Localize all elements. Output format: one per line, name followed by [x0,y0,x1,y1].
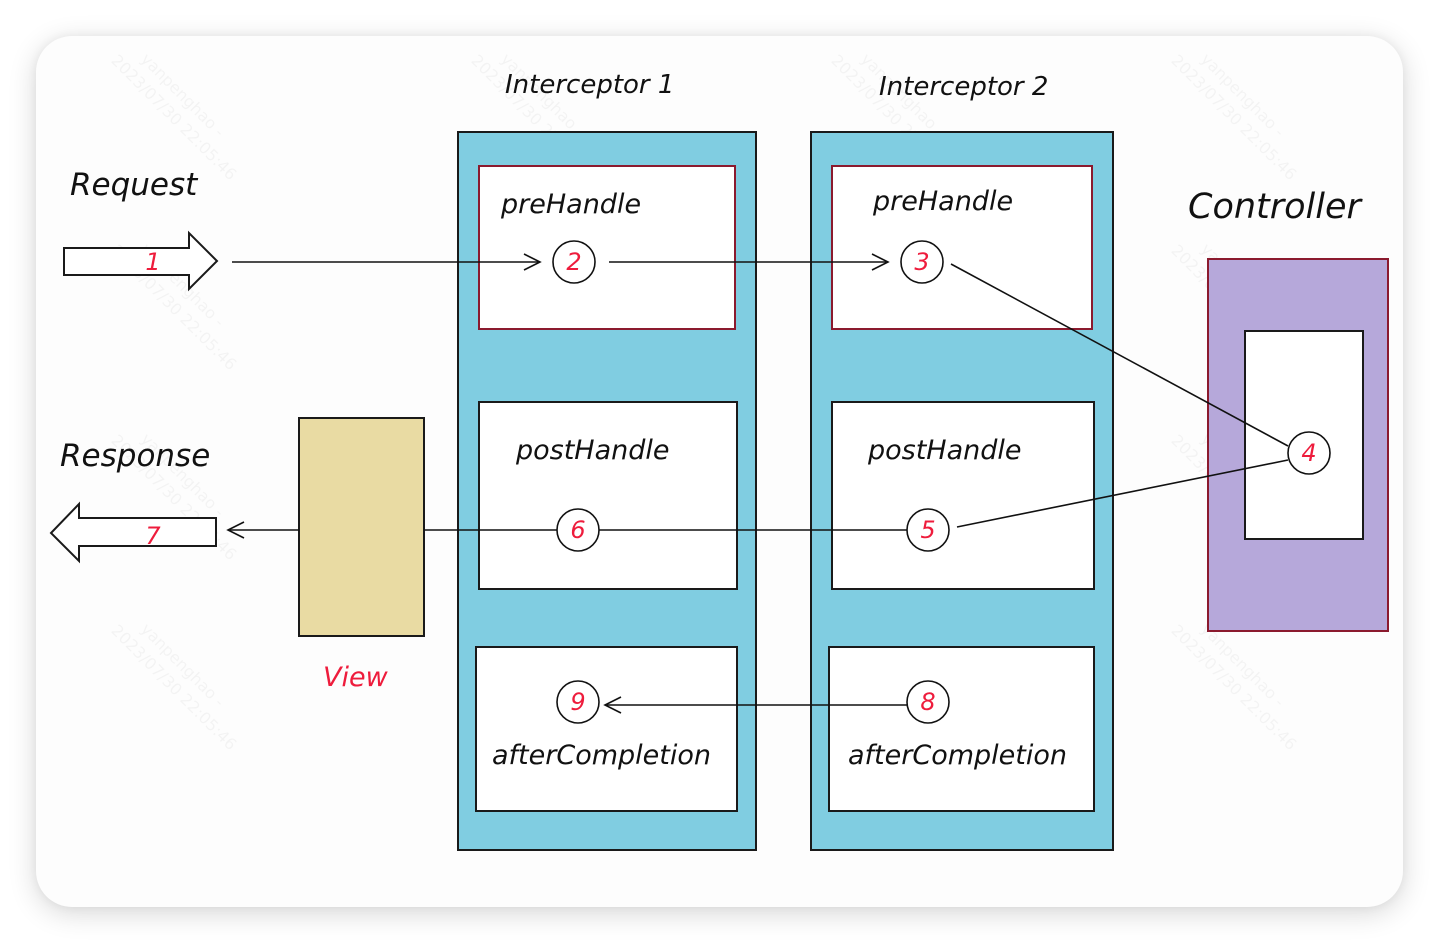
interceptor-2-aftercompletion-label: afterCompletion [848,740,1067,771]
flow-connectors [226,253,1289,714]
interceptor-1-posthandle-label: postHandle [515,435,670,466]
interceptor-2-posthandle-box [831,401,1095,590]
response-arrow-icon [49,501,217,564]
step-number: 7 [145,522,161,550]
watermark-tile: yanpenghao -2023/07/30 22:05:46 [107,35,256,184]
step-circle [552,240,596,284]
view-box [298,417,425,637]
step-number: 6 [570,516,585,544]
arrowhead-icon [523,253,542,271]
step-number: 4 [1301,439,1316,467]
step-circle [906,508,950,552]
interceptor-1-prehandle-label: preHandle [500,189,641,220]
interceptor-1-aftercompletion-box [475,646,738,812]
interceptor-1-posthandle-box [478,401,738,590]
interceptor-1-aftercompletion-label: afterCompletion [492,740,711,771]
connector-4-5 [956,459,1289,528]
step-marker-9: 9 [556,680,600,724]
interceptor-2-title: Interceptor 2 [879,72,1048,102]
step-marker-3: 3 [900,240,944,284]
interceptor-2-aftercompletion-box [828,646,1095,812]
connector-view-7 [226,521,299,539]
step-number: 2 [566,248,581,276]
watermark-tile: yanpenghao -2023/07/30 22:05:46 [1167,35,1316,184]
step-circle [906,680,950,724]
interceptor-1-title: Interceptor 1 [505,70,674,100]
step-circle [556,680,600,724]
response-label: Response [60,438,210,474]
watermark-timestamp: 2023/07/30 22:05:46 [1167,51,1300,184]
interceptor-1-prehandle-box [478,165,736,330]
step-number: 3 [914,248,929,276]
watermark-timestamp: 2023/07/30 22:05:46 [107,51,240,184]
step-marker-5: 5 [906,508,950,552]
step-number: 9 [570,688,585,716]
watermark-timestamp: 2023/07/30 22:05:46 [107,621,240,754]
interceptor-2-posthandle-label: postHandle [867,435,1022,466]
watermark-tile: yanpenghao -2023/07/30 22:05:46 [107,605,256,754]
step-marker-4: 4 [1287,431,1331,475]
step-number: 1 [145,248,160,276]
step-circle [1287,431,1331,475]
watermark-timestamp: 2023/07/30 22:05:46 [1167,621,1300,754]
step-marker-2: 2 [552,240,596,284]
arrowhead-icon [871,253,890,271]
step-marker-1: 1 [145,248,160,276]
step-number: 8 [920,688,935,716]
step-circle [900,240,944,284]
step-markers: 1 2 3 4 5 6 7 8 9 [145,240,1331,724]
connector-2-3 [609,253,890,271]
arrowhead-icon [603,696,622,714]
step-circle [556,508,600,552]
interceptor-2-prehandle-label: preHandle [872,186,1013,217]
view-label: View [323,662,389,693]
arrowhead-icon [226,521,245,539]
step-marker-7: 7 [145,522,161,550]
controller-title: Controller [1188,187,1364,227]
step-marker-6: 6 [556,508,600,552]
connector-1-2 [232,253,542,271]
step-number: 5 [920,516,935,544]
request-label: Request [70,167,199,203]
request-arrow-icon [63,230,219,292]
step-marker-8: 8 [906,680,950,724]
connector-3-4 [950,263,1289,447]
connector-8-9 [603,696,907,714]
interceptor-2-prehandle-box [831,165,1093,330]
